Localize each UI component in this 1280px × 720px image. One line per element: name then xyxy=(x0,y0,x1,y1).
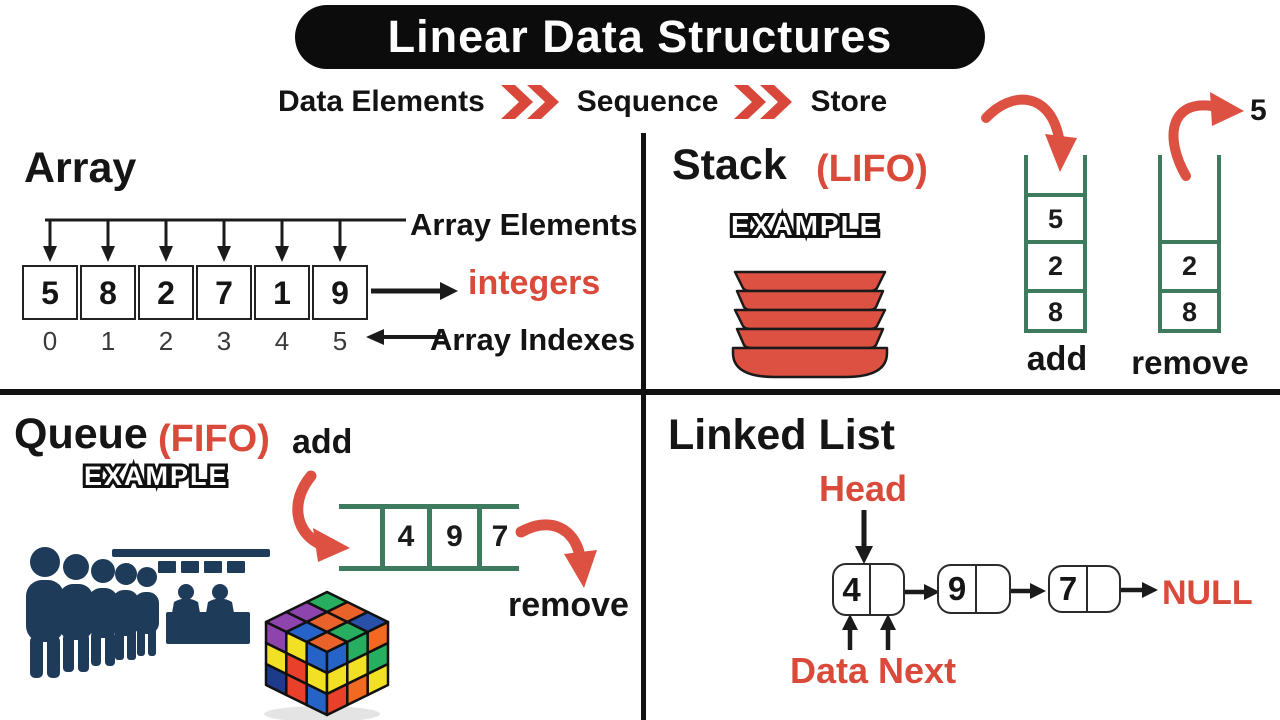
stack-remove-value: 2 xyxy=(1181,251,1198,281)
array-index: 4 xyxy=(274,326,290,356)
stack-add-arrow xyxy=(981,94,1077,172)
array-cell: 9 xyxy=(312,265,368,320)
stack-example-label: EXAMPLE xyxy=(728,207,881,244)
array-cell: 1 xyxy=(254,265,310,320)
array-type-label: integers xyxy=(468,264,601,302)
plates-stack-illustration xyxy=(731,270,889,379)
array-cell: 2 xyxy=(138,265,194,320)
stack-add-value: 5 xyxy=(1047,204,1064,234)
stack-remove-arrow xyxy=(1168,92,1244,181)
stack-add-bottom xyxy=(1024,329,1087,333)
stack-remove-label: remove xyxy=(1131,344,1249,381)
stack-add-value: 2 xyxy=(1047,251,1064,281)
stack-add-divider xyxy=(1028,240,1083,244)
array-cell: 7 xyxy=(196,265,252,320)
array-title: Array xyxy=(24,144,137,192)
stack-remove-divider xyxy=(1162,289,1217,293)
stack-add-divider xyxy=(1028,193,1083,197)
node-data-value: 7 xyxy=(1058,570,1078,607)
flow-step-sequence: Sequence xyxy=(576,85,719,118)
flow-subtitle: Data Elements Sequence Store xyxy=(278,80,887,124)
stack-add-right-wall xyxy=(1083,155,1087,333)
queue-remove-label: remove xyxy=(508,586,629,624)
stack-remove-left-wall xyxy=(1158,155,1162,333)
queue-example-label: EXAMPLE xyxy=(81,458,230,494)
linked-list-null-label: NULL xyxy=(1162,574,1253,612)
stack-remove-divider xyxy=(1162,240,1217,244)
array-index: 0 xyxy=(42,326,58,356)
double-chevron-icon xyxy=(734,85,793,119)
array-elements-label: Array Elements xyxy=(410,207,638,242)
title-banner: Linear Data Structures xyxy=(295,5,985,69)
rubiks-cube-illustration xyxy=(264,590,390,720)
array-index: 3 xyxy=(216,326,232,356)
node-data-value: 9 xyxy=(947,570,967,607)
horizontal-divider xyxy=(0,389,1280,395)
array-index: 2 xyxy=(158,326,174,356)
node-divider xyxy=(975,566,977,612)
array-elements-bracket xyxy=(43,218,406,262)
stack-title: Stack xyxy=(672,141,787,189)
queue-add-arrow xyxy=(292,470,350,562)
queue-value: 7 xyxy=(491,520,509,553)
stack-order-tag: (LIFO) xyxy=(816,148,928,190)
double-chevron-icon xyxy=(500,85,559,119)
vertical-divider xyxy=(641,133,646,720)
queue-value: 9 xyxy=(446,520,463,553)
array-cell: 5 xyxy=(22,265,78,320)
linked-list-node: 4 xyxy=(832,563,905,616)
queue-bar xyxy=(380,504,385,571)
page-title: Linear Data Structures xyxy=(387,11,893,62)
queue-order-tag: (FIFO) xyxy=(158,418,270,460)
linked-list-pointer-labels: Data Next xyxy=(790,650,957,691)
array-index: 5 xyxy=(332,326,348,356)
linked-list-title: Linked List xyxy=(668,411,895,459)
flow-step-store: Store xyxy=(810,85,888,118)
stack-add-label: add xyxy=(1026,340,1088,378)
stack-add-left-wall xyxy=(1024,155,1028,333)
queue-value: 4 xyxy=(397,520,415,553)
stack-add-divider xyxy=(1028,289,1083,293)
stack-remove-value: 8 xyxy=(1181,297,1198,327)
linked-list-head-label: Head xyxy=(819,468,908,509)
array-indexes-label: Array Indexes xyxy=(430,322,636,357)
linked-list-node: 7 xyxy=(1048,565,1121,613)
node-divider xyxy=(869,565,871,614)
queue-add-label: add xyxy=(292,423,353,461)
queue-people-illustration xyxy=(26,547,270,678)
flow-step-data-elements: Data Elements xyxy=(278,85,485,118)
node-divider xyxy=(1086,567,1088,611)
linked-list-node: 9 xyxy=(937,564,1011,614)
queue-bar xyxy=(477,504,482,571)
queue-remove-arrow xyxy=(515,519,597,588)
stack-remove-bottom xyxy=(1158,329,1221,333)
stack-popped-value: 5 xyxy=(1250,94,1267,127)
queue-title: Queue xyxy=(14,410,148,458)
stack-remove-right-wall xyxy=(1217,155,1221,333)
queue-bar xyxy=(427,504,432,571)
node-data-value: 4 xyxy=(842,570,861,608)
array-cell: 8 xyxy=(80,265,136,320)
array-type-arrow xyxy=(371,282,458,300)
array-index: 1 xyxy=(100,326,116,356)
stack-add-value: 8 xyxy=(1047,297,1064,327)
